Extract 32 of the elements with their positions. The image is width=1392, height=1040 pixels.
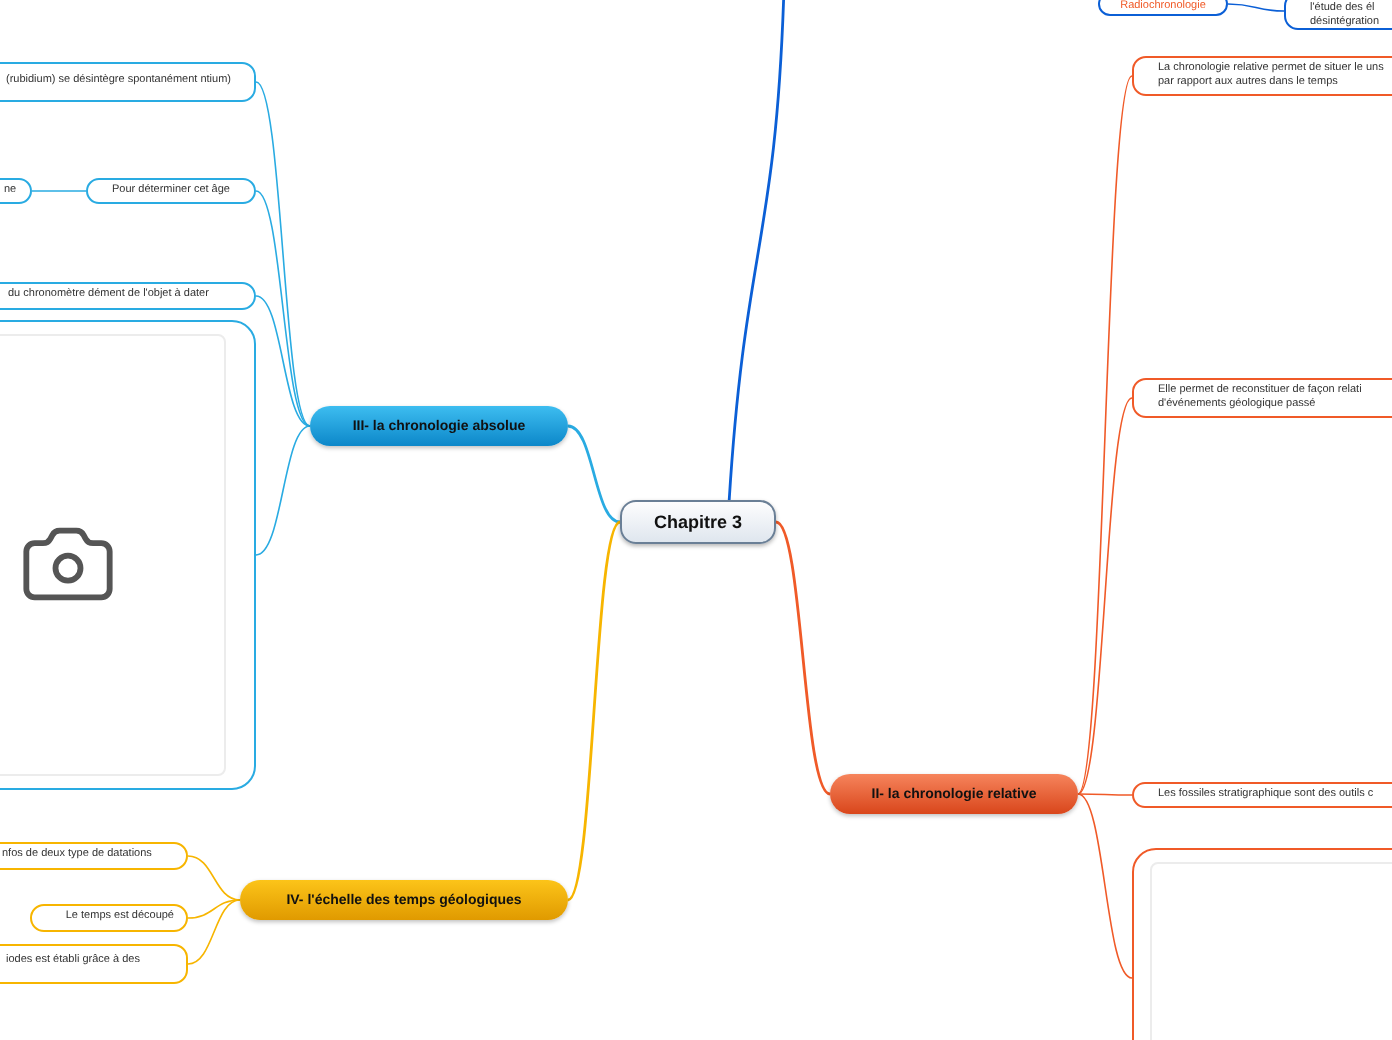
connector-line: [1227, 3, 1285, 12]
main-topic: [830, 774, 1078, 814]
subtopic-box: [0, 842, 188, 870]
subtopic-box: [1132, 56, 1392, 96]
subtopic-box: [0, 282, 256, 310]
connector-line: [1077, 75, 1133, 795]
topic-text: Chapitre 3: [653, 512, 742, 532]
subtopic-box: [0, 62, 256, 102]
central-topic: [620, 500, 776, 544]
connector-line: [187, 899, 241, 965]
connector-line: [187, 899, 241, 919]
connector-line: [255, 190, 311, 427]
subtopic-box: [0, 944, 188, 984]
connector-line: [1077, 397, 1133, 795]
connector-line: [566, 521, 622, 901]
connector-line: [1077, 793, 1133, 979]
connector-line: [1077, 793, 1133, 796]
subtopic-box: [30, 904, 188, 932]
connector-line: [31, 190, 87, 192]
connector-line: [727, 0, 786, 501]
subtopic-box: [1132, 782, 1392, 808]
connector-line: [187, 855, 241, 901]
main-topic: [310, 406, 568, 446]
connector-line: [567, 424, 621, 524]
main-topic: [240, 880, 568, 920]
connector-line: [255, 425, 311, 556]
subtopic-box: [86, 178, 256, 204]
image-placeholder: [0, 320, 256, 790]
connector-line: [775, 520, 831, 796]
connector-line: [255, 81, 311, 427]
connector-line: [255, 295, 311, 427]
subtopic-box: [1132, 378, 1392, 418]
